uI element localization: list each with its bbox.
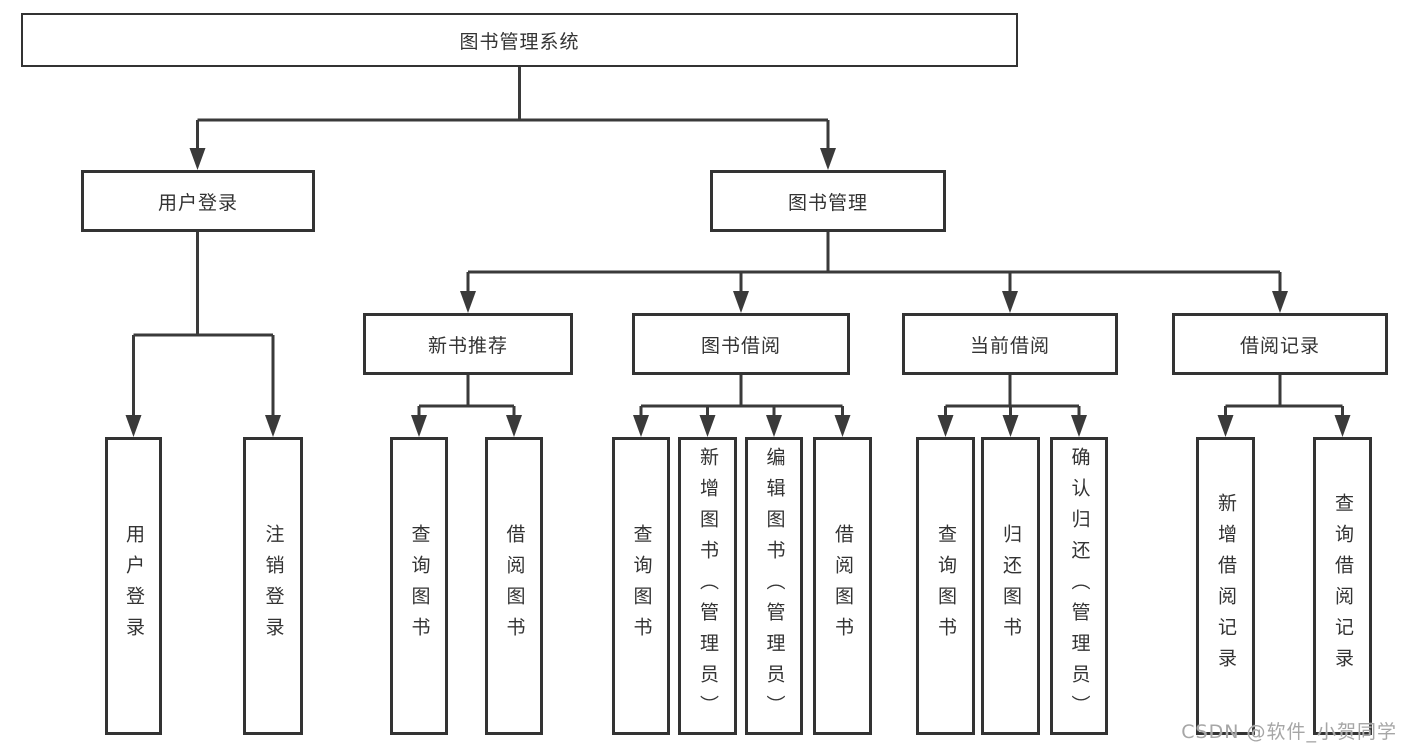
node-book-management-module: 图书管理 bbox=[710, 170, 946, 232]
leaf-label: 新增图书（管理员） bbox=[697, 446, 719, 726]
leaf-label: 查询图书 bbox=[630, 524, 653, 648]
leaf-query-books-current: 查询图书 bbox=[916, 437, 975, 735]
leaf-label: 用户登录 bbox=[123, 524, 145, 648]
leaf-add-borrow-record: 新增借阅记录 bbox=[1196, 437, 1255, 735]
leaf-label: 归还图书 bbox=[1000, 524, 1022, 648]
leaf-query-books-borrow: 查询图书 bbox=[612, 437, 670, 735]
leaf-label: 借阅图书 bbox=[503, 524, 526, 648]
node-label: 借阅记录 bbox=[1239, 334, 1320, 357]
node-label: 用户登录 bbox=[157, 191, 238, 214]
leaf-logout: 注销登录 bbox=[243, 437, 303, 735]
node-label: 图书管理 bbox=[787, 191, 868, 214]
node-current-borrow: 当前借阅 bbox=[902, 313, 1118, 375]
leaf-add-book-admin: 新增图书（管理员） bbox=[678, 437, 737, 735]
leaf-label: 编辑图书（管理员） bbox=[763, 446, 786, 726]
leaf-label: 新增借阅记录 bbox=[1215, 493, 1237, 679]
leaf-return-books: 归还图书 bbox=[981, 437, 1040, 735]
leaf-label: 确认归还（管理员） bbox=[1068, 446, 1091, 726]
node-label: 图书借阅 bbox=[700, 334, 781, 357]
node-book-borrow: 图书借阅 bbox=[632, 313, 850, 375]
leaf-label: 查询借阅记录 bbox=[1332, 493, 1354, 679]
leaf-edit-book-admin: 编辑图书（管理员） bbox=[745, 437, 803, 735]
node-label: 图书管理系统 bbox=[459, 30, 580, 53]
leaf-borrow-books-recommend: 借阅图书 bbox=[485, 437, 543, 735]
node-label: 当前借阅 bbox=[969, 334, 1050, 357]
leaf-query-borrow-record: 查询借阅记录 bbox=[1313, 437, 1372, 735]
node-root: 图书管理系统 bbox=[21, 13, 1018, 67]
watermark: CSDN @软件_小贺同学 bbox=[1181, 721, 1397, 743]
leaf-label: 查询图书 bbox=[408, 524, 431, 648]
node-label: 新书推荐 bbox=[427, 334, 508, 357]
node-new-book-recommend: 新书推荐 bbox=[363, 313, 573, 375]
leaf-label: 借阅图书 bbox=[832, 524, 854, 648]
leaf-confirm-return-admin: 确认归还（管理员） bbox=[1050, 437, 1108, 735]
leaf-label: 注销登录 bbox=[262, 524, 285, 648]
leaf-user-login: 用户登录 bbox=[105, 437, 162, 735]
leaf-borrow-books: 借阅图书 bbox=[813, 437, 872, 735]
leaf-label: 查询图书 bbox=[935, 524, 957, 648]
node-user-login-module: 用户登录 bbox=[81, 170, 315, 232]
leaf-query-books-recommend: 查询图书 bbox=[390, 437, 448, 735]
node-borrow-records: 借阅记录 bbox=[1172, 313, 1388, 375]
